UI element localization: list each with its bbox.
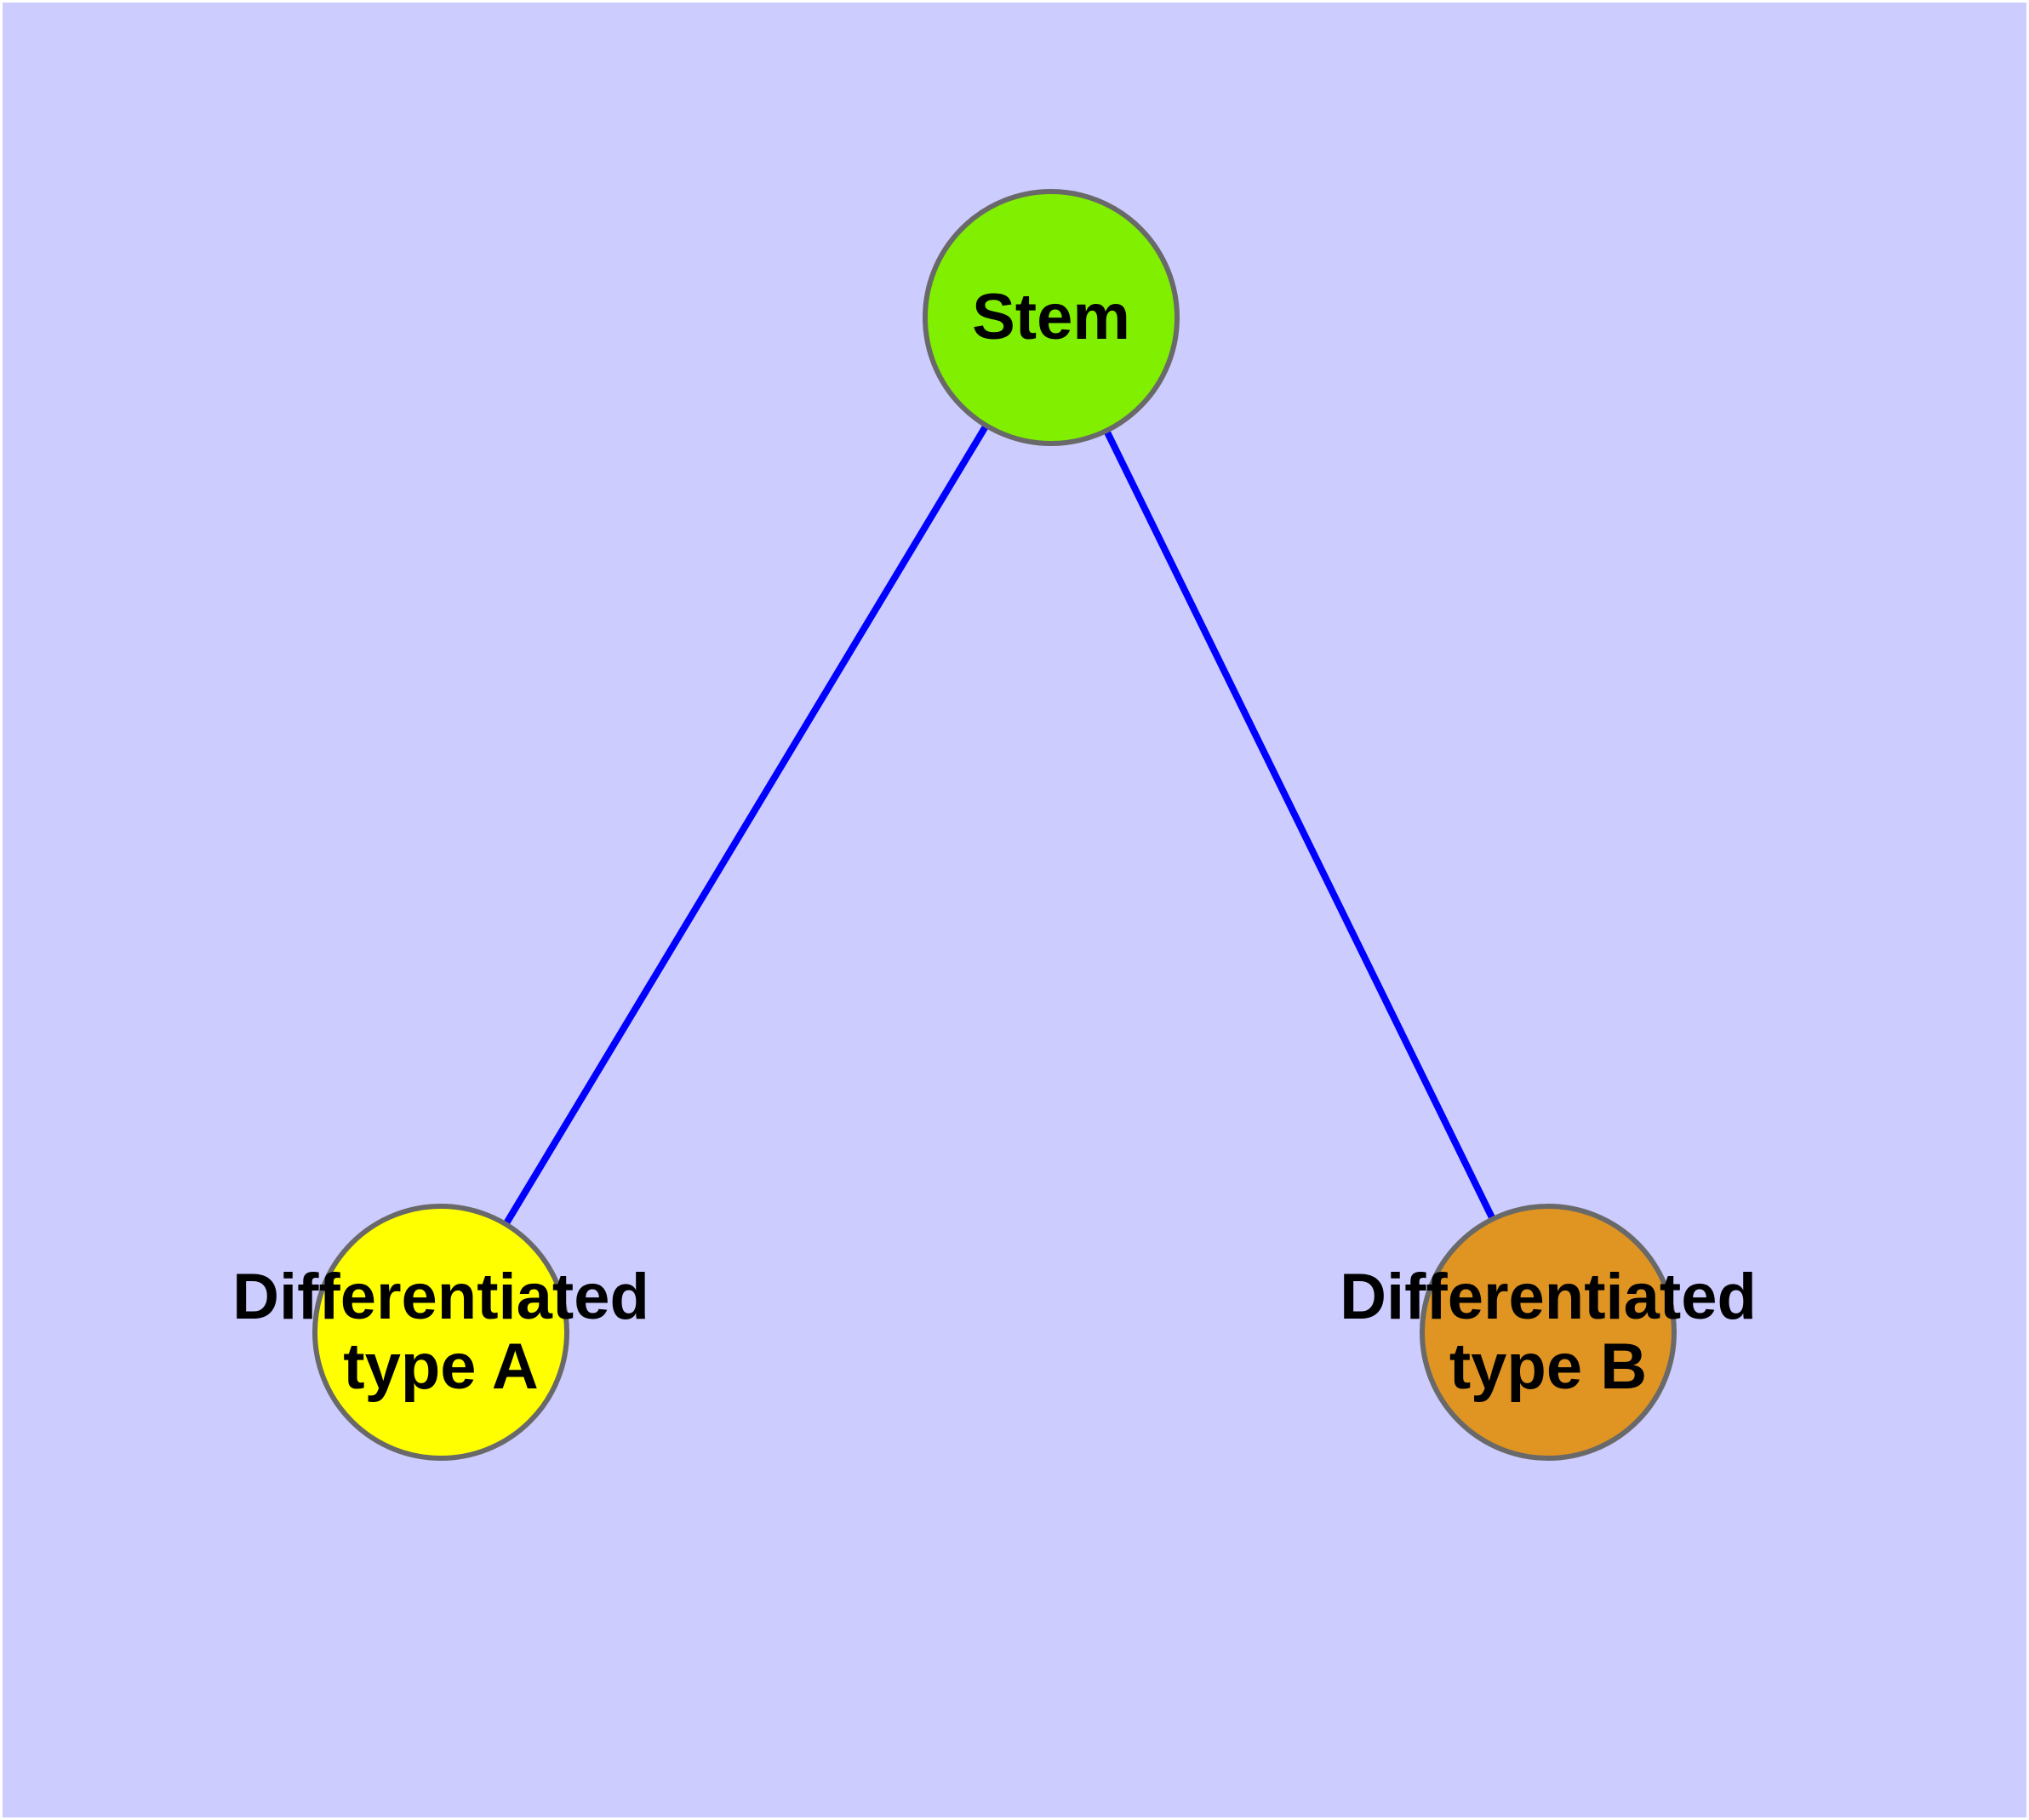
node-differentiated-type-b[interactable] [1420, 1204, 1677, 1461]
node-differentiated-type-a[interactable] [312, 1204, 569, 1461]
edge-stem-to-differentiated-type-a[interactable] [437, 315, 1055, 1335]
edge-stem-to-differentiated-type-b[interactable] [1048, 316, 1552, 1334]
node-stem[interactable] [923, 189, 1180, 446]
node-layer [312, 189, 1677, 1461]
edge-layer [437, 315, 1552, 1335]
